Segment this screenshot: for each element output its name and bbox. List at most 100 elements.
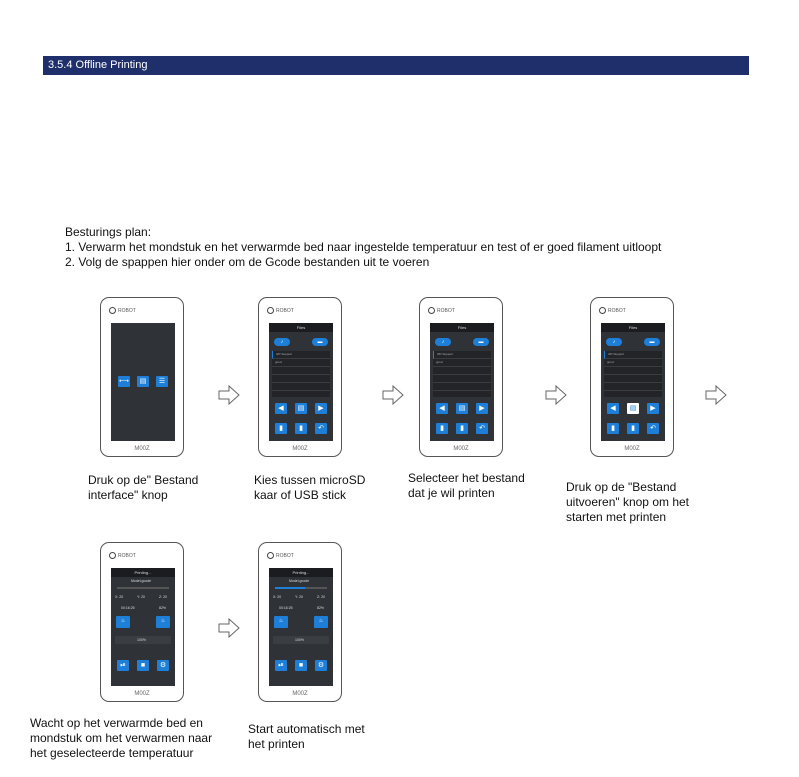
move-button[interactable]: ⟷ [118, 376, 130, 387]
speed-value: 100% [137, 638, 146, 642]
model-name: Model.gcode [289, 579, 309, 583]
list-item[interactable]: gcod [604, 359, 662, 367]
intro-step-1: 1. Verwarm het mondstuk en het verwarmde… [65, 240, 661, 255]
usb-button[interactable]: ▬ [312, 338, 328, 346]
arrow-right-icon [218, 618, 240, 638]
fan-speed: 82% [159, 606, 166, 610]
prev-page-button[interactable]: ◀ [275, 403, 287, 414]
nozzle-temp-button[interactable]: ♨ [116, 616, 130, 628]
section-header: 3.5.4 Offline Printing [43, 56, 749, 75]
logo-icon [599, 307, 606, 314]
arrow-right-icon [705, 385, 727, 405]
menu-button[interactable]: ☰ [156, 376, 168, 387]
back-button[interactable]: ↶ [315, 423, 327, 434]
brand-name: ROBOT [118, 308, 136, 314]
device-model: M00Z [259, 691, 341, 697]
back-button[interactable]: ↶ [476, 423, 488, 434]
device-step-4: ROBOT Files ♪ ▬ 3/P-Support gcod ◀ ▤ ▶ ▮… [590, 297, 674, 457]
list-item[interactable] [433, 367, 491, 375]
list-item[interactable] [604, 383, 662, 391]
list-item[interactable]: 3/P-Support [604, 351, 662, 359]
copy-button[interactable]: ▮ [295, 423, 307, 434]
list-item[interactable]: 3/P-Support [272, 351, 330, 359]
coord-x: X: 20 [115, 595, 123, 599]
print-time: 00:16:25 [121, 606, 135, 610]
delete-button[interactable]: ▮ [607, 423, 619, 434]
list-item[interactable] [433, 375, 491, 383]
coord-z: Z: 20 [317, 595, 325, 599]
list-item[interactable]: 3/P-Support [433, 351, 491, 359]
copy-button[interactable]: ▮ [456, 423, 468, 434]
coord-y: Y: 20 [295, 595, 303, 599]
usb-button[interactable]: ▬ [473, 338, 489, 346]
device-model: M00Z [101, 691, 183, 697]
caption-line: interface" knop [88, 488, 198, 503]
device-model: M00Z [101, 446, 183, 452]
brand-name: ROBOT [608, 308, 626, 314]
list-item[interactable] [604, 375, 662, 383]
brand-logo: ROBOT [109, 307, 136, 314]
screen-title: Files [430, 323, 494, 332]
file-interface-button[interactable]: ▤ [137, 376, 149, 387]
fan-speed: 82% [317, 606, 324, 610]
settings-button[interactable]: ⚙ [315, 660, 327, 671]
next-page-button[interactable]: ▶ [647, 403, 659, 414]
next-page-button[interactable]: ▶ [315, 403, 327, 414]
prev-page-button[interactable]: ◀ [607, 403, 619, 414]
stop-button[interactable]: ■ [295, 660, 307, 671]
brand-logo: ROBOT [267, 307, 294, 314]
file-list: 3/P-Support gcod [604, 351, 662, 397]
screen-title: Printing... [269, 568, 333, 577]
brand-name: ROBOT [437, 308, 455, 314]
progress-bar [117, 587, 169, 589]
copy-button[interactable]: ▮ [627, 423, 639, 434]
delete-button[interactable]: ▮ [436, 423, 448, 434]
list-item[interactable]: gcod [272, 359, 330, 367]
list-item[interactable] [272, 367, 330, 375]
usb-button[interactable]: ▬ [644, 338, 660, 346]
device-step-1: ROBOT ⟷ ▤ ☰ M00Z [100, 297, 184, 457]
screen-title: Printing... [111, 568, 175, 577]
pause-button[interactable]: ⏯ [275, 660, 287, 671]
caption-line: Selecteer het bestand [408, 471, 525, 486]
settings-button[interactable]: ⚙ [157, 660, 169, 671]
caption-line: Druk op de "Bestand [566, 480, 689, 495]
caption-line: kaar of USB stick [254, 488, 365, 503]
list-item[interactable] [272, 383, 330, 391]
caption-line: mondstuk om het verwarmen naar [30, 731, 212, 746]
device-step-2: ROBOT Files ♪ ▬ 3/P-Support gcod ◀ ▤ ▶ ▮… [258, 297, 342, 457]
caption-line: dat je wil printen [408, 486, 525, 501]
device-screen: Files ♪ ▬ 3/P-Support gcod ◀ ▤ ▶ ▮ ▮ ↶ [430, 323, 494, 441]
device-step-5: ROBOT Printing... Model.gcode X: 20 Y: 2… [100, 542, 184, 702]
arrow-right-icon [382, 385, 404, 405]
back-button[interactable]: ↶ [647, 423, 659, 434]
list-item[interactable] [272, 375, 330, 383]
bed-temp-button[interactable]: ♨ [156, 616, 170, 628]
file-list: 3/P-Support gcod [272, 351, 330, 397]
list-item[interactable] [604, 367, 662, 375]
device-step-6: ROBOT Printing... Model.gcode X: 20 Y: 2… [258, 542, 342, 702]
coord-y: Y: 20 [137, 595, 145, 599]
caption-line: Druk op de" Bestand [88, 473, 198, 488]
print-button[interactable]: ▤ [295, 403, 307, 414]
microsd-button[interactable]: ♪ [435, 338, 451, 346]
bed-temp-button[interactable]: ♨ [314, 616, 328, 628]
caption-line: Wacht op het verwarmde bed en [30, 716, 212, 731]
next-page-button[interactable]: ▶ [476, 403, 488, 414]
microsd-button[interactable]: ♪ [606, 338, 622, 346]
list-item[interactable]: gcod [433, 359, 491, 367]
pause-button[interactable]: ⏯ [117, 660, 129, 671]
prev-page-button[interactable]: ◀ [436, 403, 448, 414]
list-item[interactable] [433, 383, 491, 391]
microsd-button[interactable]: ♪ [274, 338, 290, 346]
delete-button[interactable]: ▮ [275, 423, 287, 434]
nozzle-temp-button[interactable]: ♨ [274, 616, 288, 628]
print-button[interactable]: ▤ [627, 403, 639, 414]
logo-icon [267, 307, 274, 314]
print-button[interactable]: ▤ [456, 403, 468, 414]
stop-button[interactable]: ■ [137, 660, 149, 671]
brand-name: ROBOT [276, 553, 294, 559]
